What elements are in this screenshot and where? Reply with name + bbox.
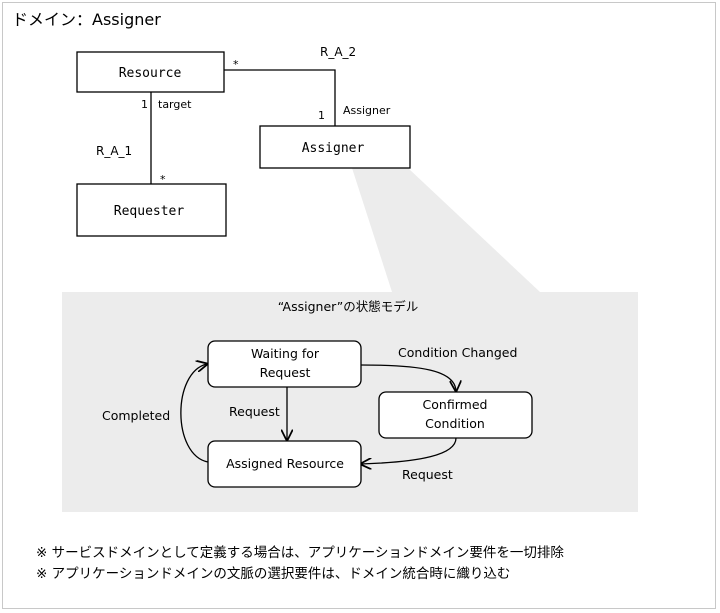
state-box-assigned-resource: [207, 440, 362, 488]
state-box-confirmed-condition: [378, 391, 533, 439]
multiplicity-r-a-2-resource-end: *: [233, 58, 239, 71]
association-name-r-a-2: R_A_2: [320, 45, 356, 59]
note-line-2: ※ アプリケーションドメインの文脈の選択要件は、ドメイン統合時に織り込む: [36, 566, 511, 582]
class-box-requester: [76, 183, 227, 237]
multiplicity-r-a-1-requester-end: *: [160, 173, 166, 186]
class-name-requester: Requester: [114, 204, 185, 219]
domain-title: ドメイン：Assigner: [12, 10, 161, 29]
state-label-confirmed-line2: Condition: [425, 416, 485, 431]
role-r-a-1-resource-end: target: [158, 98, 192, 111]
state-model-title: “Assigner”の状態モデル: [278, 299, 419, 314]
state-label-waiting-line1: Waiting for: [251, 346, 320, 361]
transition-request-back-arrow: [361, 437, 457, 464]
class-box-resource: [76, 51, 225, 93]
note-line-1: ※ サービスドメインとして定義する場合は、アプリケーションドメイン要件を一切排除: [36, 545, 564, 561]
state-label-confirmed-line1: Confirmed: [423, 397, 488, 412]
association-name-r-a-1: R_A_1: [96, 144, 132, 158]
state-label-assigned-resource: Assigned Resource: [226, 456, 344, 471]
state-label-waiting-line2: Request: [260, 365, 311, 380]
state-box-waiting-for-request: [207, 340, 362, 388]
multiplicity-r-a-2-assigner-end: 1: [318, 109, 325, 122]
transition-label-request-down: Request: [229, 404, 280, 419]
class-name-resource: Resource: [119, 66, 182, 81]
transition-completed-arrow: [180, 364, 208, 463]
transition-label-request-back: Request: [402, 467, 453, 482]
class-name-assigner: Assigner: [302, 141, 365, 156]
transition-label-condition-changed: Condition Changed: [398, 345, 517, 360]
transition-label-completed: Completed: [102, 408, 170, 423]
callout-wedge: [352, 168, 540, 292]
class-box-assigner: [259, 125, 411, 169]
transition-condition-changed-arrow: [360, 364, 456, 391]
role-r-a-2-assigner-end: Assigner: [343, 104, 391, 117]
multiplicity-r-a-1-resource-end: 1: [141, 98, 148, 111]
association-line-r-a-2: [224, 69, 336, 126]
